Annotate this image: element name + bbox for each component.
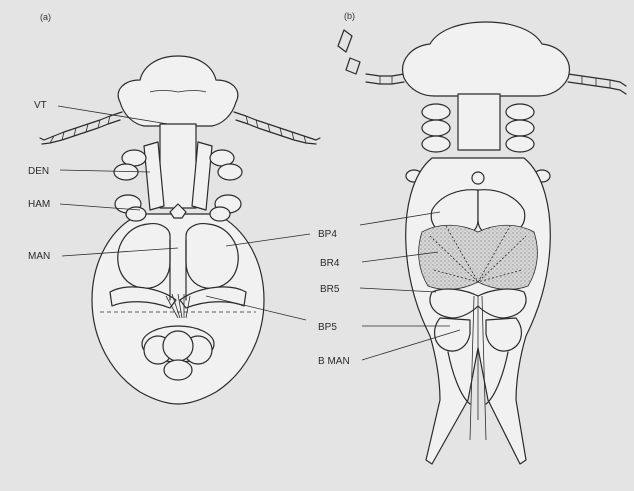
drawing-b [338, 22, 626, 464]
drawing-a [40, 56, 320, 404]
label-den: DEN [28, 166, 49, 177]
panel-label-a: (a) [40, 12, 51, 22]
head-b [403, 22, 570, 96]
vt-stalk-a [160, 124, 196, 208]
label-br5: BR5 [320, 284, 340, 295]
antenna-left-a [40, 112, 122, 144]
label-ham: HAM [28, 199, 50, 210]
antenna-left-b [338, 30, 404, 84]
label-vt: VT [34, 100, 47, 111]
br-stipple-region [419, 225, 538, 289]
label-bp4: BP4 [318, 229, 337, 240]
label-br4: BR4 [320, 258, 340, 269]
panel-label-b: (b) [344, 11, 355, 21]
stalk-b [458, 94, 500, 150]
head-a [118, 56, 238, 126]
antenna-right-a [234, 112, 320, 144]
label-man: MAN [28, 251, 50, 262]
antenna-right-b [568, 74, 626, 94]
label-b-man: B MAN [318, 356, 350, 367]
label-bp5: BP5 [318, 322, 337, 333]
